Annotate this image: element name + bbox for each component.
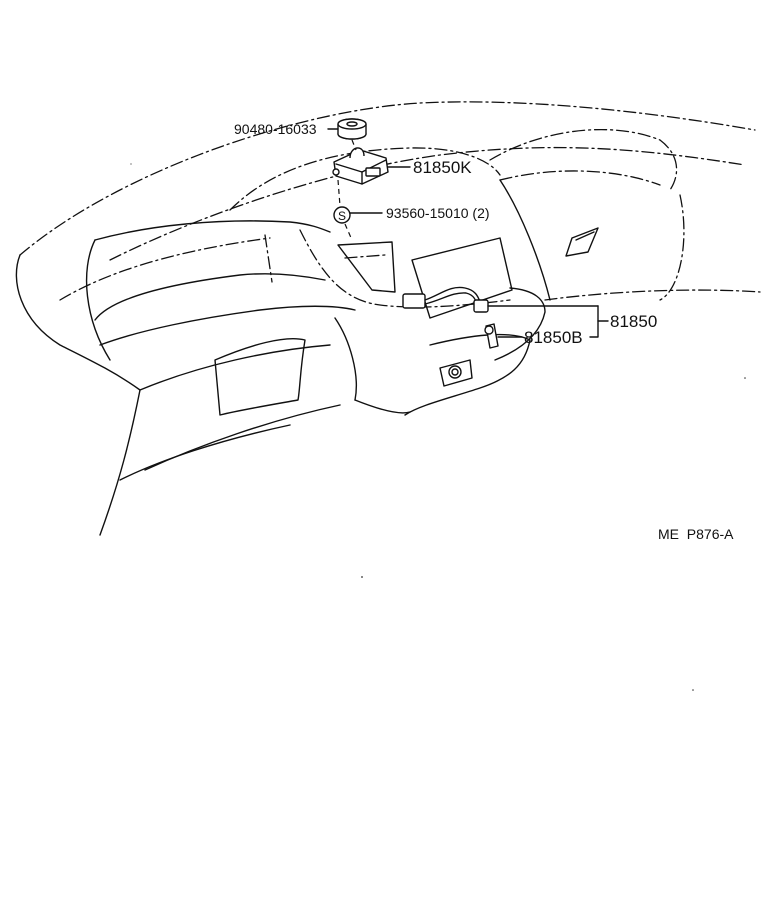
glovebox-panel	[214, 338, 306, 416]
lamp-socket	[473, 299, 489, 313]
rear-pocket-inner	[575, 231, 595, 241]
dash-front-surface	[94, 273, 326, 321]
headliner-console-arc	[229, 147, 501, 211]
dash-vent-recess	[264, 234, 273, 283]
dash-lower-surface	[99, 305, 356, 346]
grommet-90480-16033	[337, 118, 367, 140]
roof-outer-edge	[19, 101, 756, 256]
dash-glovebox-top	[139, 344, 331, 391]
alignment-line-grommet	[351, 139, 357, 151]
roof-inner-edge	[109, 146, 746, 261]
dash-upper-contour	[59, 237, 271, 301]
part-labels: 90480-16033 81850K 93560-15010 (2) 81850…	[234, 121, 734, 542]
rear-pocket	[565, 227, 599, 257]
console-right-housing	[494, 287, 546, 361]
console-switch-bezel	[439, 359, 473, 387]
harness-wire-a	[424, 286, 481, 303]
console-switch-knob-inner	[451, 368, 459, 376]
rear-panel-edge	[544, 289, 761, 301]
dash-lower-cover	[119, 424, 291, 481]
figure-code: ME P876-A	[658, 526, 734, 542]
lamp-harness	[402, 286, 499, 349]
leader-lines	[327, 128, 609, 338]
harness-connector	[402, 293, 426, 309]
dash-bottom-inner	[144, 404, 341, 471]
rear-side-edge	[659, 194, 685, 301]
overhead-console	[337, 237, 546, 416]
screw-93560-15010: S	[333, 206, 351, 224]
screw-symbol-text: S	[338, 209, 346, 223]
scan-specks	[130, 163, 746, 691]
bulb-tip	[484, 325, 494, 335]
sensor-parts: S	[332, 118, 389, 241]
label-screw: 93560-15010 (2)	[386, 205, 490, 221]
console-window-left-dash	[344, 254, 386, 259]
rear-window-lower	[499, 170, 661, 186]
console-lower-curve	[354, 399, 411, 414]
dash-bottom-sweep	[99, 389, 141, 536]
console-switch-knob	[448, 365, 462, 379]
console-lower-housing	[404, 333, 531, 416]
sensor-unit-81850K	[332, 147, 389, 185]
dash-top-edge	[94, 220, 331, 241]
dash-right-curve	[334, 317, 357, 401]
dash-left-side	[85, 239, 111, 361]
vehicle-body-outline	[15, 101, 761, 391]
label-bulb: 81850B	[524, 328, 583, 347]
b-pillar-line	[499, 179, 551, 301]
roof-front-solid-edge	[15, 254, 141, 391]
alignment-line-screw	[337, 179, 341, 207]
console-window-left	[337, 241, 396, 293]
leader-bracket	[589, 305, 599, 338]
label-lamp-assembly: 81850	[610, 312, 657, 331]
label-sensor-unit: 81850K	[413, 158, 472, 177]
label-grommet: 90480-16033	[234, 121, 317, 137]
alignment-line-unit	[344, 223, 353, 241]
